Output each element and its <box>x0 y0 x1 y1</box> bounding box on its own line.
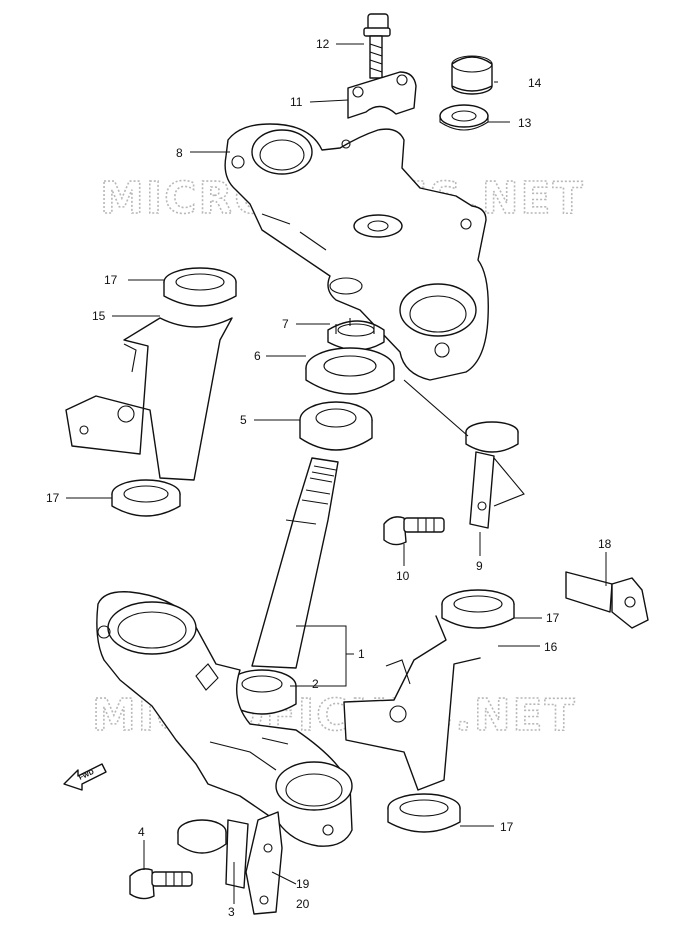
clamp-3 <box>177 819 249 889</box>
callout-10: 10 <box>396 569 410 583</box>
callout-1: 1 <box>358 647 365 661</box>
callout-9: 9 <box>476 559 483 573</box>
callout-20: 20 <box>296 897 310 911</box>
callout-17-left: 17 <box>46 491 60 505</box>
callout-19: 19 <box>296 877 310 891</box>
callout-18: 18 <box>598 537 612 551</box>
callout-11: 11 <box>290 95 303 109</box>
fwd-arrow-icon: FWD <box>63 763 107 791</box>
bracket-19-20 <box>245 811 283 915</box>
bolt-4 <box>129 868 193 900</box>
callout-2: 2 <box>312 677 319 691</box>
callout-5: 5 <box>240 413 247 427</box>
handlebar-clamp-11 <box>347 71 417 119</box>
callout-12: 12 <box>316 37 330 51</box>
callout-17-bottom-right: 17 <box>500 820 514 834</box>
bolt-12 <box>363 13 391 79</box>
cable-guide-9 <box>403 379 525 529</box>
callout-13: 13 <box>518 116 532 130</box>
callout-6: 6 <box>254 349 261 363</box>
steering-stem-1 <box>251 457 339 669</box>
callout-17-right: 17 <box>546 611 560 625</box>
fork-bracket-15 <box>65 267 237 517</box>
upper-bracket-8 <box>224 123 489 381</box>
cap-nut-14 <box>451 55 493 95</box>
leader-lines <box>66 43 607 904</box>
connector-18 <box>565 571 649 629</box>
callout-16: 16 <box>544 640 558 654</box>
bolt-10 <box>383 516 445 546</box>
fork-bracket-16 <box>343 589 515 833</box>
washer-13 <box>439 104 489 131</box>
callout-17-top-left: 17 <box>104 273 118 287</box>
callout-15: 15 <box>92 309 106 323</box>
callout-4: 4 <box>138 825 145 839</box>
callout-14: 14 <box>528 76 542 90</box>
lower-bearing-2 <box>227 669 297 715</box>
bearing-5 <box>299 401 373 451</box>
callout-7: 7 <box>282 317 289 331</box>
stem-nut-7 <box>327 318 385 351</box>
dust-seal-6 <box>305 347 395 395</box>
callout-3: 3 <box>228 905 235 919</box>
lower-bracket <box>96 591 353 847</box>
callout-8: 8 <box>176 146 183 160</box>
